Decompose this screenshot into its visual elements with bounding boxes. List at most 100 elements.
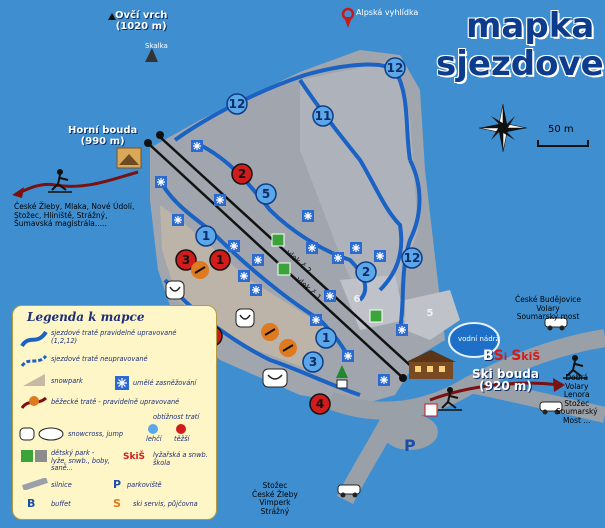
slope-number: 11: [315, 109, 332, 123]
snowmaking-icon: [310, 314, 322, 326]
rm-dest-3: Lenora: [563, 390, 590, 399]
alpska-vyhlidka-label: Alpská vyhlídka: [356, 8, 419, 17]
trail-12-top: [173, 62, 412, 161]
snowpark-icon-3: [279, 339, 297, 357]
right-top-destinations: České Budějovice Volary Soumarský most: [515, 295, 582, 322]
ovci-vrch-elevation: (1020 m): [115, 21, 167, 32]
water-tank: [448, 322, 500, 358]
parking-letter: P: [404, 436, 416, 455]
rm-dest-1: Dobrá: [565, 373, 589, 382]
snowmaking-icon: [332, 252, 344, 264]
horni-bouda-name: Horní bouda: [68, 125, 138, 136]
slope-marker-2: 2: [355, 261, 377, 283]
skalka-peak-icon: [145, 48, 158, 62]
slope-marker-1: 1: [209, 249, 231, 271]
legend-groomed-icon: [20, 330, 48, 348]
b-dest-4: Strážný: [260, 506, 290, 516]
bs-logo-s2: S: [511, 348, 522, 364]
snowmaking-icon: [378, 374, 390, 386]
legend-ski-school: lyžařská a snwb. škola: [153, 451, 208, 467]
lift-1-bottom-station: [399, 374, 407, 382]
bs-logo-i: i: [503, 352, 508, 363]
legend-ungroomed: sjezdové tratě neupravované: [51, 355, 148, 363]
map-legend: Legenda k mapce sjezdové tratě pravideln…: [12, 305, 217, 520]
trail-12-right: [398, 159, 422, 331]
slope-number: 6: [354, 294, 361, 305]
slope-marker-11: 11: [312, 105, 334, 127]
crosscountry-skier-icon-left: [48, 169, 72, 193]
legend-snowmaking: umělé zasněžování: [133, 379, 197, 387]
ovci-vrch-label: Ovčí vrch (1020 m): [115, 10, 167, 32]
legend-groomed-text: sjezdové tratě pravidelně upravované: [51, 329, 177, 337]
snowcross-icon-1: [165, 280, 185, 300]
crosscountry-arrow-left: [12, 187, 24, 198]
legend-kidspark-icon: [21, 450, 47, 462]
slope-number: 2: [362, 265, 370, 279]
compass-rose-icon: [478, 103, 528, 153]
horni-bouda-label: Horní bouda (990 m): [68, 125, 137, 147]
parking-lot: [382, 414, 438, 450]
right-mid-destinations: Dobrá Volary Lenora Stožec Soumarský Mos…: [556, 373, 598, 425]
rt-dest-1: České Budějovice: [515, 295, 582, 304]
ski-bouda-name: Ski bouda: [472, 367, 539, 381]
snowmaking-icon: [172, 214, 184, 226]
snowcross-icon-3: [262, 368, 288, 388]
crosscountry-trail-right: [429, 381, 561, 402]
slope-marker-6: 6: [354, 294, 361, 305]
snowcross-icon-2: [235, 308, 255, 328]
legend-crosscountry: běžecké tratě - pravidelně upravované: [51, 398, 180, 406]
legend-snowcross-icon: [19, 427, 64, 441]
snowmaking-icon: [214, 194, 226, 206]
slope-number: 1: [202, 229, 210, 243]
rt-dest-3: Soumarský most: [516, 312, 580, 321]
slope-marker-1: 1: [315, 327, 337, 349]
legend-snowpark-icon: [23, 374, 45, 386]
slope-number: 3: [182, 253, 190, 267]
legend-buffet-icon: B: [27, 497, 36, 510]
lift-1-top-station: [144, 139, 152, 147]
slope-marker-3: 3: [175, 249, 197, 271]
ovci-vrch-name: Ovčí vrch: [115, 10, 168, 21]
snowmaking-icon: [342, 350, 354, 362]
rm-dest-2: Volary: [565, 381, 589, 391]
snowpark-icon-2: [261, 323, 279, 341]
legend-parking: parkoviště: [127, 481, 162, 489]
tree-icon: [336, 365, 348, 378]
slope-marker-12: 12: [401, 247, 423, 269]
skalka-label: Skalka: [145, 42, 168, 50]
legend-ungroomed-icon: [20, 354, 48, 367]
road-3: [468, 377, 605, 423]
b-dest-3: Vimperk: [259, 498, 291, 507]
legend-road-icon: [22, 478, 48, 490]
bs-logo-kis: kiŠ: [521, 350, 541, 363]
legend-groomed: sjezdové tratě pravidelně upravované (1,…: [51, 329, 177, 345]
ski-bouda-hut-icon: [406, 350, 456, 379]
legend-buffet: buffet: [51, 500, 71, 508]
snowmaking-icon: [350, 242, 362, 254]
bs-logo-s1: S: [493, 348, 504, 364]
lift-2-line: [159, 136, 414, 369]
legend-snowcross: snowcross, jump: [68, 430, 124, 438]
legend-snowmaking-icon: [115, 376, 129, 390]
legend-road: silnice: [51, 481, 72, 489]
slope-marker-2: 2: [231, 163, 253, 185]
scale-label: 50 m: [548, 124, 574, 135]
kids-park-icon-2: [277, 262, 291, 276]
kids-park-icon-1: [271, 233, 285, 247]
crosscountry-skier-icon-bottom: [438, 387, 462, 411]
legend-difficulty: obtížnost tratí: [153, 413, 200, 421]
legend-crosscountry-icon: [20, 396, 47, 409]
horni-bouda-hut-icon: [116, 147, 142, 169]
snowmaking-icon: [191, 140, 203, 152]
car-icon-right-mid: [539, 401, 563, 415]
map-title-line1: mapka: [466, 6, 595, 46]
lift-1-line: [149, 144, 404, 379]
left-destinations: České Žleby, Mlaka, Nové Údolí, Stožec, …: [14, 202, 135, 228]
legend-service: ski servis, půjčovna: [133, 500, 198, 508]
crosscountry-trail-left: [14, 170, 139, 197]
slope-number: 5: [262, 187, 270, 201]
slope-marker-4: 4: [309, 393, 331, 415]
slope-number: 12: [404, 251, 421, 265]
